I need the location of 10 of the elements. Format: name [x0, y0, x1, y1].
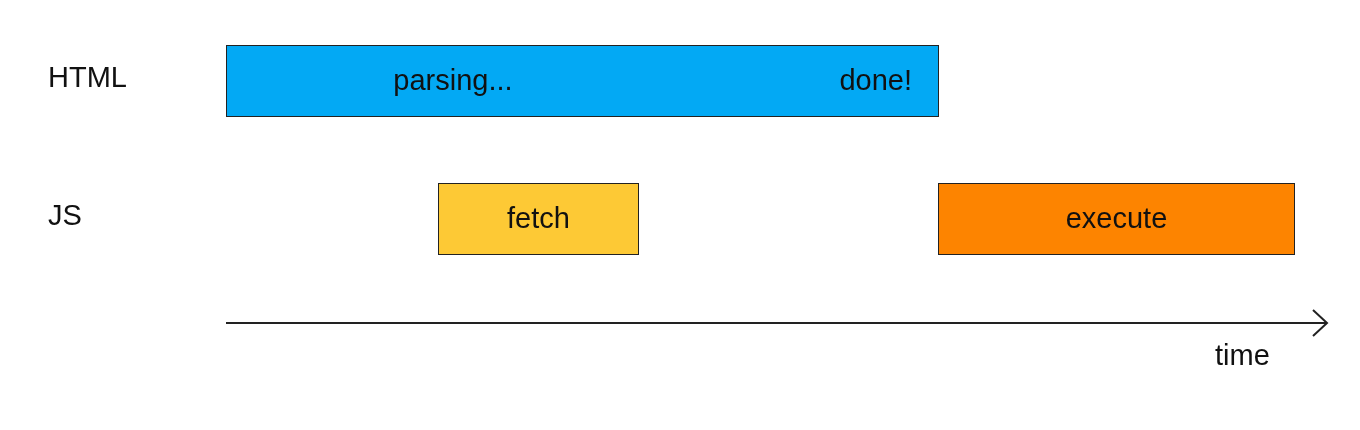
bar-label: execute	[1065, 204, 1168, 233]
bar-label: done!	[839, 66, 912, 95]
row-label: HTML	[48, 63, 127, 92]
bar-label: fetch	[507, 204, 570, 233]
timeline-bar	[226, 45, 939, 117]
bar-label: parsing...	[393, 66, 513, 95]
timeline-bar	[438, 183, 639, 255]
axis-label: time	[1215, 341, 1270, 370]
timeline-bar	[938, 183, 1295, 255]
row-label: JS	[48, 201, 82, 230]
